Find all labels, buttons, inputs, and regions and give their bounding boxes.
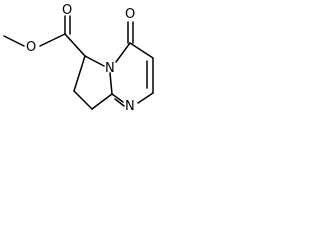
bond-ch2-c8a xyxy=(91,93,113,110)
bond-c8a-nitrogen xyxy=(109,72,113,95)
atom-ester-ether-oxygen: O xyxy=(26,40,36,55)
bond-ch-ketone-carbon xyxy=(129,42,154,59)
bond-c8a-nitrogen-lower xyxy=(111,93,124,103)
molecule-diagram: O O N N O xyxy=(3,3,154,114)
bond-ketone-carbon-nitrogen xyxy=(115,42,131,63)
atom-ester-carbonyl-oxygen: O xyxy=(62,3,72,18)
bond-stereocenter-ch2 xyxy=(73,55,86,92)
bond-ch2-ch2 xyxy=(73,90,93,110)
atom-lower-nitrogen: N xyxy=(125,99,135,114)
bond-ester-oxygen-carbonyl xyxy=(39,33,66,47)
atom-ketone-oxygen: O xyxy=(125,7,135,22)
bond-c8a-nitrogen-lower-double xyxy=(114,98,125,107)
structure-canvas: O O N N O xyxy=(0,0,180,168)
bond-stereocenter-nitrogen xyxy=(84,55,105,67)
stereo-wedge-bond xyxy=(65,35,86,58)
bond-methyl-ester-oxygen xyxy=(3,35,25,47)
bond-nitrogen-lower-ch xyxy=(137,92,154,104)
atom-bridge-nitrogen: N xyxy=(105,61,115,76)
